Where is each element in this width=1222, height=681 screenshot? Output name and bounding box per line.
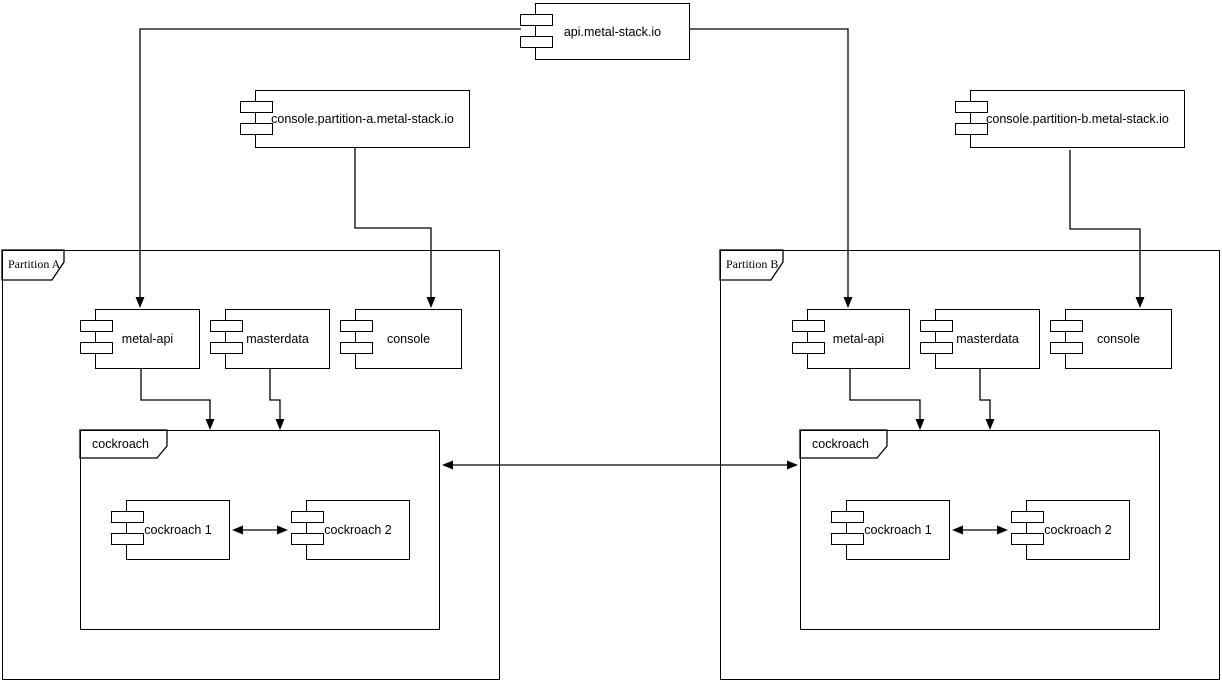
component-label: console [386,332,431,346]
component-label: masterdata [246,332,309,346]
partition-a-console: console [340,309,462,369]
component-label: cockroach 2 [1044,523,1112,537]
component-console-partition-b: console.partition-b.metal-stack.io [955,90,1185,148]
cockroach-container-a [80,430,440,630]
component-icon [920,342,953,354]
partition-b-frame [720,250,1220,680]
edge-partition-b-metal-api-to-cockroach [849,369,925,430]
component-icon [955,123,988,135]
component-icon [291,511,324,523]
component-label: console [1096,332,1141,346]
edge-partition-a-cockroach1-to-cockroach2 [232,525,288,535]
component-icon [831,533,864,545]
cockroach-container-b [800,430,1160,630]
edge-console-b-to-partition-b-console [1069,150,1145,308]
arrowhead [787,460,798,470]
arrowhead [915,419,925,430]
partition-b-console: console [1050,309,1172,369]
component-icon [291,533,324,545]
component-icon [340,342,373,354]
arrowhead [985,419,995,430]
partition-b-cockroach-1: cockroach 1 [831,500,950,560]
edge-partition-b-cockroach1-to-cockroach2 [952,525,1008,535]
component-icon [111,511,144,523]
arrowhead [997,525,1008,535]
component-label: console.partition-b.metal-stack.io [986,112,1169,126]
component-label: api.metal-stack.io [563,24,662,39]
component-icon [210,342,243,354]
edge-cockroach-a-to-cockroach-b [442,460,798,470]
component-label: metal-api [832,332,885,346]
partition-a-label: Partition A [8,257,61,271]
component-icon [1050,342,1083,354]
edge-partition-b-masterdata-to-cockroach [979,369,995,430]
component-icon [520,36,553,48]
component-icon [111,533,144,545]
component-icon [1011,533,1044,545]
component-icon [831,511,864,523]
component-icon [210,320,243,332]
component-api-metal-stack: api.metal-stack.io [520,3,690,60]
component-icon [340,320,373,332]
edge-partition-a-metal-api-to-cockroach [140,369,215,430]
edge-partition-a-masterdata-to-cockroach [269,369,285,430]
partition-b-masterdata: masterdata [920,309,1040,369]
component-label: console.partition-a.metal-stack.io [271,112,454,126]
cockroach-container-b-label: cockroach [812,437,869,451]
component-label: cockroach 2 [324,523,392,537]
component-icon [80,320,113,332]
arrowhead [426,297,436,308]
cockroach-container-a-label: cockroach [92,437,149,451]
arrowhead [135,297,145,308]
component-icon [1050,320,1083,332]
component-icon [955,101,988,113]
arrowhead [952,525,963,535]
partition-a-masterdata: masterdata [210,309,330,369]
component-icon [920,320,953,332]
arrowhead [232,525,243,535]
partition-b-cockroach-2: cockroach 2 [1011,500,1130,560]
partition-a-cockroach-2: cockroach 2 [291,500,410,560]
partition-a-frame [2,250,500,680]
edge-api-to-partition-b-metal-api [690,28,853,308]
edge-console-a-to-partition-a-console [354,148,436,308]
component-label: metal-api [121,332,174,346]
arrowhead [275,419,285,430]
partition-a-cockroach-1: cockroach 1 [111,500,230,560]
component-icon [520,14,553,26]
partition-b-label: Partition B [726,257,779,271]
partition-b-metal-api: metal-api [792,309,910,369]
component-icon [80,342,113,354]
component-label: masterdata [956,332,1019,346]
component-icon [240,101,273,113]
edge-api-to-partition-a-metal-api [135,28,521,308]
component-icon [1011,511,1044,523]
component-icon [792,320,825,332]
arrowhead [205,419,215,430]
arrowhead [277,525,288,535]
component-label: cockroach 1 [144,523,212,537]
arrowhead [442,460,453,470]
component-icon [240,123,273,135]
arrowhead [1135,297,1145,308]
arrowhead [843,297,853,308]
component-icon [792,342,825,354]
component-console-partition-a: console.partition-a.metal-stack.io [240,90,470,148]
component-label: cockroach 1 [864,523,932,537]
partition-a-metal-api: metal-api [80,309,200,369]
